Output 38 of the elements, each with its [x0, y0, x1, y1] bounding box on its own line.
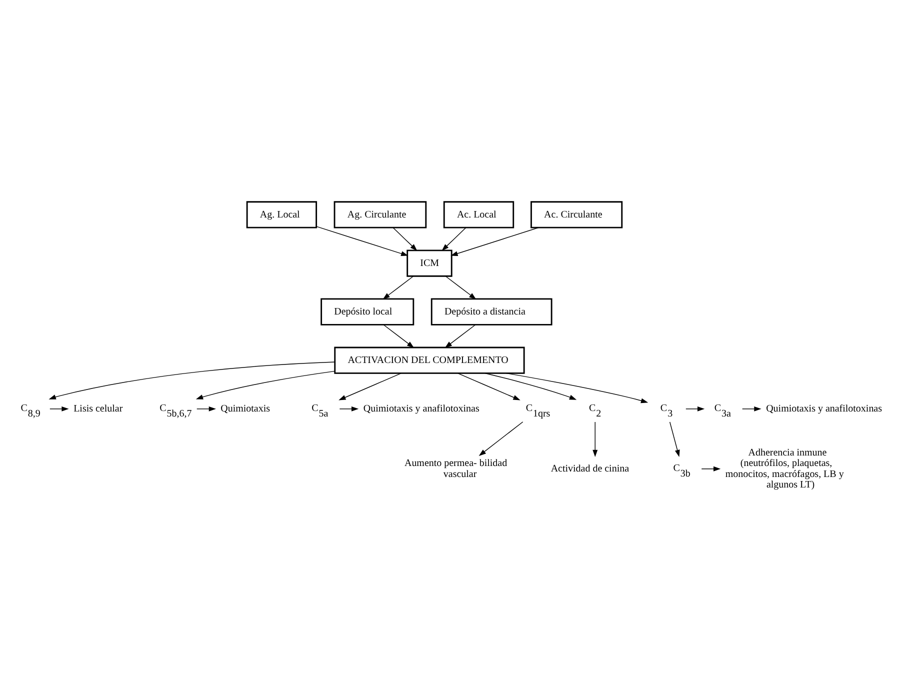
- node-box: ICM: [406, 249, 452, 276]
- node-text: Quimiotaxis y anafilotoxinas: [766, 403, 882, 414]
- arrow: [196, 406, 216, 411]
- arrow: [48, 361, 336, 399]
- arrow: [506, 372, 648, 403]
- arrow: [382, 276, 414, 299]
- node-box: Depósito local: [320, 298, 414, 325]
- arrow: [316, 226, 408, 256]
- arrow: [338, 372, 402, 400]
- arrow: [442, 226, 466, 250]
- node-text: Adherencia inmune (neutrófilos, plaquetas, monocitos, macrófagos, LB y algunos LT): [725, 446, 844, 490]
- node-text: Quimiotaxis y anafilotoxinas: [363, 403, 480, 414]
- arrow: [339, 406, 359, 411]
- arrow: [444, 324, 476, 348]
- arrow: [742, 406, 762, 411]
- arrow: [592, 421, 598, 457]
- node-box: Depósito a distancia: [430, 298, 552, 325]
- arrow: [450, 226, 539, 256]
- arrow: [196, 370, 336, 399]
- arrow: [484, 372, 577, 400]
- arrow: [686, 406, 705, 411]
- node-text: Quimiotaxis: [220, 403, 270, 414]
- node-text: Actividad de cinina: [550, 463, 630, 474]
- node-box: Ac. Circulante: [530, 200, 623, 228]
- node-box: Ag. Local: [246, 200, 318, 228]
- arrow: [50, 406, 69, 411]
- arrow: [458, 372, 520, 400]
- node-box: ACTIVACION DEL COMPLEMENTO: [334, 346, 525, 374]
- arrow: [669, 421, 680, 456]
- arrow: [392, 226, 418, 250]
- arrow: [478, 421, 524, 456]
- arrow: [701, 466, 721, 471]
- node-box: Ac. Local: [443, 200, 514, 228]
- arrow: [445, 276, 476, 299]
- arrow: [383, 324, 414, 348]
- node-box: Ag. Circulante: [334, 200, 427, 228]
- node-text: Aumento permea- bilidad vascular: [404, 458, 508, 480]
- node-text: Lisis celular: [74, 403, 123, 414]
